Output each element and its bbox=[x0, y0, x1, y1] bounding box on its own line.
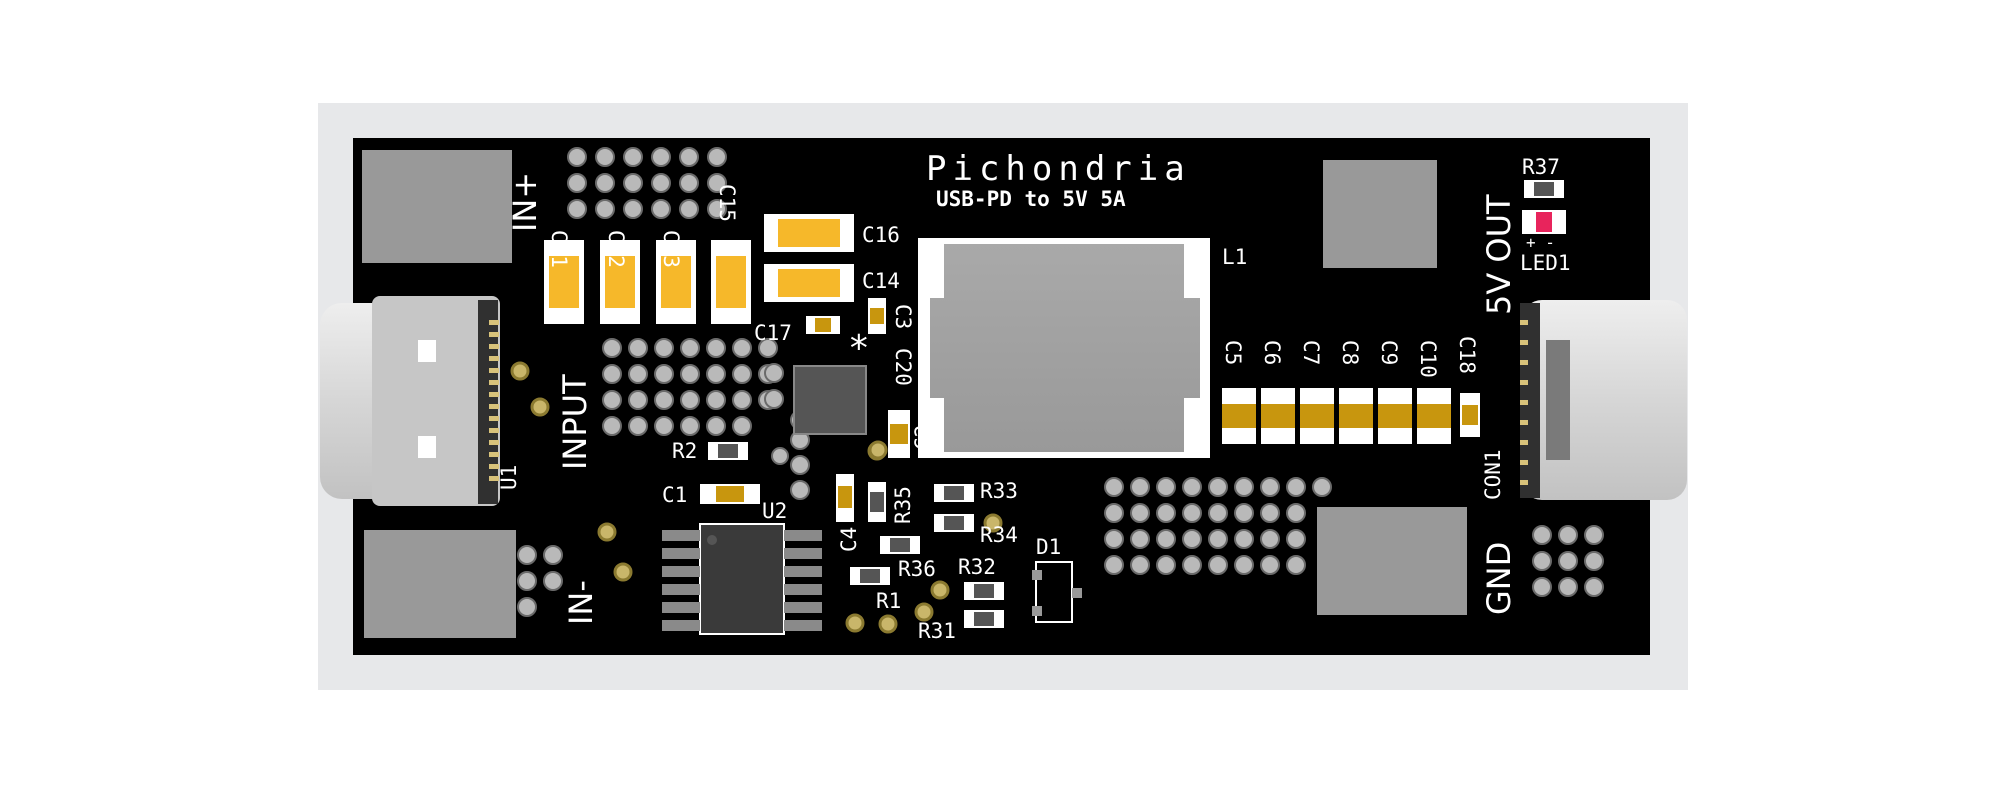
via-grid-top bbox=[567, 147, 727, 219]
label-c17: C17 bbox=[754, 321, 792, 345]
via-grid-mid bbox=[602, 338, 778, 436]
label-led-polarity: + - bbox=[1526, 233, 1555, 252]
label-c4: C4 bbox=[837, 527, 861, 552]
label-u2: U2 bbox=[762, 499, 787, 523]
label-c16: C16 bbox=[862, 223, 900, 247]
usb-c-input-connector bbox=[320, 296, 500, 506]
label-l1: L1 bbox=[1222, 245, 1247, 269]
label-r33: R33 bbox=[980, 479, 1018, 503]
label-input: INPUT bbox=[556, 374, 594, 470]
label-r35: R35 bbox=[891, 486, 915, 524]
via-grid-gnd bbox=[1532, 525, 1604, 597]
label-in-minus: IN- bbox=[562, 580, 600, 625]
pad-in-minus bbox=[364, 530, 516, 638]
label-5v-out: 5V OUT bbox=[1480, 194, 1518, 315]
board-subtitle: USB-PD to 5V 5A bbox=[936, 187, 1126, 211]
regulator-ic: * bbox=[793, 328, 870, 435]
board-title: Pichondria bbox=[926, 149, 1191, 189]
label-con1: CON1 bbox=[1481, 449, 1505, 500]
label-c13: C13 bbox=[659, 230, 683, 268]
small-components bbox=[700, 180, 1566, 628]
label-c18: C18 bbox=[1455, 336, 1479, 374]
label-c15: C15 bbox=[715, 184, 739, 222]
capacitors-c16-c14 bbox=[764, 214, 854, 302]
label-c2: C2 bbox=[911, 425, 935, 450]
pad-gnd bbox=[1317, 507, 1467, 615]
label-c1: C1 bbox=[662, 483, 687, 507]
diode-d1 bbox=[1032, 561, 1082, 623]
via-grid-bottom bbox=[1104, 477, 1332, 575]
via-grid-in-minus bbox=[517, 545, 563, 617]
usb-c-output-connector bbox=[1520, 300, 1687, 500]
pad-in-plus bbox=[362, 150, 512, 263]
inductor-l1 bbox=[918, 238, 1210, 458]
label-r2: R2 bbox=[672, 439, 697, 463]
label-c6: C6 bbox=[1260, 340, 1284, 365]
ic-u2 bbox=[662, 523, 822, 635]
label-r1: R1 bbox=[876, 589, 901, 613]
label-c12: C12 bbox=[604, 230, 628, 268]
label-led1: LED1 bbox=[1520, 251, 1571, 275]
label-gnd: GND bbox=[1480, 542, 1518, 615]
label-in-plus: IN+ bbox=[506, 172, 544, 232]
vias-misc bbox=[764, 363, 810, 500]
pad-5v-out bbox=[1323, 160, 1437, 268]
test-points bbox=[510, 361, 1003, 634]
svg-text:*: * bbox=[848, 328, 870, 369]
label-c14: C14 bbox=[862, 269, 900, 293]
label-c8: C8 bbox=[1338, 340, 1362, 365]
output-capacitors bbox=[1222, 388, 1451, 444]
label-r34: R34 bbox=[980, 523, 1018, 547]
label-c10: C10 bbox=[1416, 340, 1440, 378]
label-r32: R32 bbox=[958, 555, 996, 579]
label-r36: R36 bbox=[898, 557, 936, 581]
label-r31: R31 bbox=[918, 619, 956, 643]
label-c9: C9 bbox=[1377, 340, 1401, 365]
label-r37: R37 bbox=[1522, 155, 1560, 179]
label-c5: C5 bbox=[1221, 340, 1245, 365]
label-c7: C7 bbox=[1299, 340, 1323, 365]
input-capacitors bbox=[544, 240, 751, 324]
label-d1: D1 bbox=[1036, 535, 1061, 559]
label-c3: C3 bbox=[891, 304, 915, 329]
label-c20: C20 bbox=[891, 348, 915, 386]
label-c11: C11 bbox=[547, 230, 571, 268]
label-u1: U1 bbox=[497, 465, 521, 490]
